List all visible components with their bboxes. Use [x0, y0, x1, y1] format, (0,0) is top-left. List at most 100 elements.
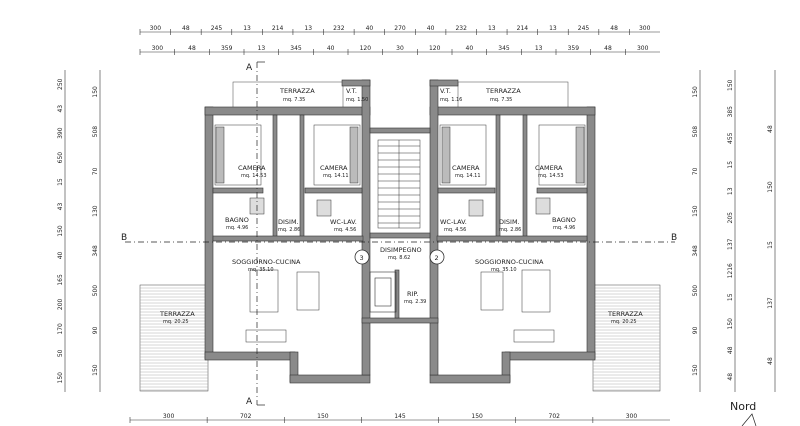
dimension-label: 150 — [92, 364, 99, 376]
room-terrazza-top-right-area: mq. 7.35 — [490, 97, 512, 103]
room-bagno-right-name: BAGNO — [552, 216, 576, 224]
unit-number-markers: 3 2 — [354, 249, 445, 265]
dimension-label: 348 — [692, 245, 699, 257]
dimension-label: 13 — [258, 45, 266, 52]
room-disimpegno-area: mq. 8.62 — [388, 255, 410, 261]
dimension-label: 300 — [150, 25, 162, 32]
dimension-label: 43 — [57, 203, 64, 211]
room-bagno-left-area: mq. 4.96 — [226, 225, 248, 231]
dimension-label: 43 — [57, 105, 64, 113]
dimension-label: 150 — [727, 318, 734, 330]
unit-number-left: 3 — [360, 254, 364, 262]
dimension-label: 70 — [692, 167, 699, 175]
dimension-label: 150 — [57, 225, 64, 237]
room-disim-right-name: DISIM. — [499, 218, 520, 226]
dimension-label: 48 — [727, 346, 734, 354]
dimension-label: 270 — [394, 25, 406, 32]
room-bagno-right-area: mq. 4.96 — [553, 225, 575, 231]
dimension-label: 232 — [455, 25, 467, 32]
dimension-label: 120 — [360, 45, 372, 52]
north-arrow — [741, 413, 757, 426]
room-soggiorno-left-name: SOGGIORNO-CUCINA — [232, 258, 301, 266]
furniture-right — [439, 124, 586, 343]
room-camera-3-area: mq. 14.11 — [455, 173, 481, 179]
room-disimpegno-name: DISIMPEGNO — [380, 246, 422, 254]
section-b-left: B — [121, 233, 127, 243]
dimension-label: 150 — [767, 181, 774, 193]
dimension-label: 702 — [549, 413, 561, 420]
dimension-label: 48 — [604, 45, 612, 52]
section-b-right: B — [671, 233, 677, 243]
room-terrazza-right-area: mq. 20.25 — [611, 319, 637, 325]
dimension-label: 359 — [568, 45, 580, 52]
dimension-label: 702 — [240, 413, 252, 420]
walls — [204, 79, 596, 384]
room-terrazza-right-name: TERRAZZA — [607, 310, 643, 318]
right-dimension-columns — [699, 70, 776, 392]
dimension-label: 15 — [57, 178, 64, 186]
room-vt-left-area: mq. 1.50 — [346, 97, 368, 103]
dimension-label: 508 — [92, 126, 99, 138]
dimension-label: 40 — [466, 45, 474, 52]
room-vt-right-area: mq. 1.16 — [440, 97, 462, 103]
dimension-label: 15 — [727, 293, 734, 301]
dimension-label: 48 — [182, 25, 190, 32]
dimension-label: 300 — [163, 413, 175, 420]
dimension-label: 508 — [692, 126, 699, 138]
dimension-label: 40 — [366, 25, 374, 32]
side-terraces — [139, 81, 661, 392]
room-camera-1-area: mq. 14.53 — [241, 173, 267, 179]
dimension-label: 120 — [429, 45, 441, 52]
section-line-a — [256, 61, 265, 406]
dimension-label: 30 — [396, 45, 404, 52]
dimension-label: 48 — [767, 357, 774, 365]
dimension-label: 300 — [639, 25, 651, 32]
dimension-label: 359 — [221, 45, 233, 52]
room-camera-2-name: CAMERA — [320, 164, 348, 172]
dimension-label: 300 — [626, 413, 638, 420]
dimension-label: 150 — [317, 413, 329, 420]
room-disim-left-area: mq. 2.86 — [278, 227, 300, 233]
room-disim-right-area: mq. 2.86 — [499, 227, 521, 233]
room-terrazza-top-left-name: TERRAZZA — [279, 87, 315, 95]
dimension-label: 13 — [727, 187, 734, 195]
unit-number-right: 2 — [435, 254, 439, 262]
dimension-label: 150 — [692, 86, 699, 98]
dimension-label: 300 — [152, 45, 164, 52]
dimension-label: 214 — [272, 25, 284, 32]
room-wc-left-name: WC-LAV. — [330, 218, 357, 226]
dimension-label: 15 — [767, 241, 774, 249]
dimension-label: 48 — [188, 45, 196, 52]
bottom-dimension-row — [129, 417, 670, 423]
room-rip-name: RIP. — [407, 290, 418, 298]
room-camera-4-name: CAMERA — [535, 164, 563, 172]
dimension-label: 348 — [92, 245, 99, 257]
dimension-label: 13 — [488, 25, 496, 32]
dimension-label: 13 — [304, 25, 312, 32]
dimension-label: 200 — [57, 298, 64, 310]
dimension-label: 137 — [727, 238, 734, 250]
furniture-left — [214, 124, 361, 343]
north-label: Nord — [730, 400, 756, 413]
top-dimension-rows — [139, 29, 660, 55]
dimension-label: 214 — [517, 25, 529, 32]
dimension-label: 130 — [92, 205, 99, 217]
dimension-label: 13 — [535, 45, 543, 52]
dimension-label: 150 — [692, 364, 699, 376]
dimension-label: 300 — [637, 45, 649, 52]
dimension-label: 15 — [727, 161, 734, 169]
dimension-label: 137 — [767, 297, 774, 309]
dimension-label: 40 — [427, 25, 435, 32]
room-rip-area: mq. 2.39 — [404, 299, 426, 305]
room-wc-right-name: WC-LAV. — [440, 218, 467, 226]
dimension-label: 13 — [243, 25, 251, 32]
room-camera-3-name: CAMERA — [452, 164, 480, 172]
dimension-label: 500 — [92, 285, 99, 297]
staircase — [377, 139, 421, 229]
dimension-label: 245 — [211, 25, 223, 32]
dimension-label: 90 — [92, 326, 99, 334]
